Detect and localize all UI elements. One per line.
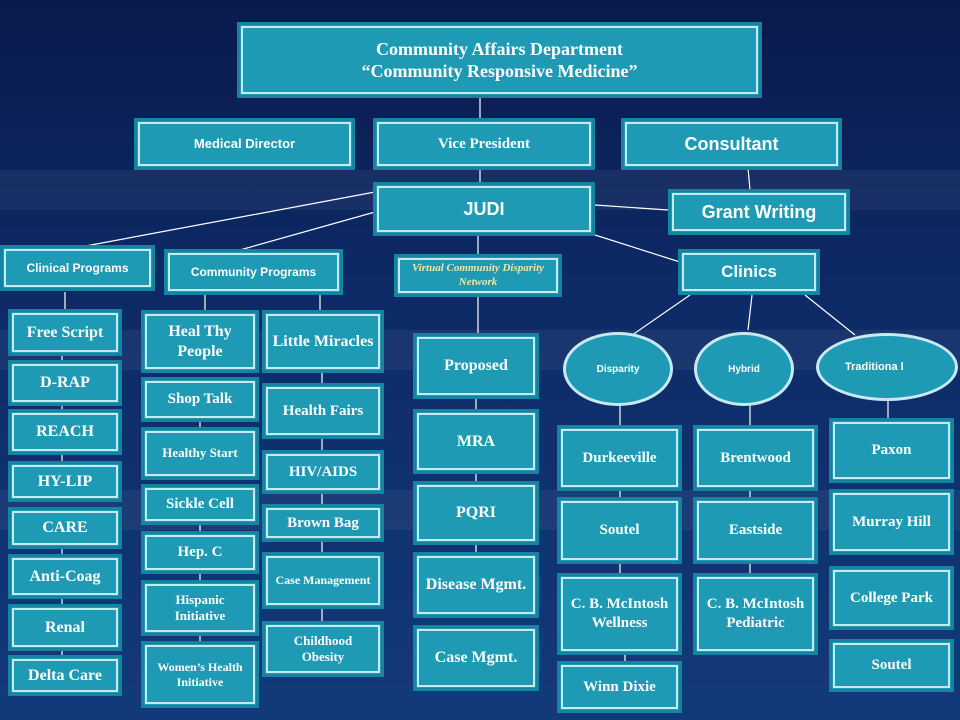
- hybrid-ellipse: Hybrid: [694, 332, 794, 406]
- community-program-item: Women’s Health Initiative: [141, 641, 259, 708]
- community-program-item: Heal Thy People: [141, 310, 259, 373]
- clinical-programs-header: Clinical Programs: [0, 245, 155, 291]
- clinical-program-item: Delta Care: [8, 655, 122, 696]
- traditional-clinic-item: Soutel: [829, 639, 954, 692]
- disparity-clinic-item: Winn Dixie: [557, 661, 682, 713]
- virtual-network-item: MRA: [413, 409, 539, 474]
- virtual-network-header: Virtual Community Disparity Network: [394, 254, 562, 297]
- community-program-item: Hispanic Initiative: [141, 580, 259, 636]
- community-affairs-title: Community Affairs Department: [376, 38, 623, 59]
- community-programs-header: Community Programs: [164, 249, 343, 295]
- community-program-item: Brown Bag: [262, 504, 384, 542]
- medical-director-box: Medical Director: [134, 118, 355, 170]
- clinical-program-item: CARE: [8, 507, 122, 549]
- community-program-item: HIV/AIDS: [262, 450, 384, 494]
- community-program-item: Sickle Cell: [141, 484, 259, 525]
- virtual-network-item: Case Mgmt.: [413, 625, 539, 691]
- clinical-program-item: Free Script: [8, 309, 122, 356]
- disparity-ellipse: Disparity: [563, 332, 673, 406]
- community-program-item: Healthy Start: [141, 427, 259, 480]
- traditional-ellipse: Traditiona l: [816, 333, 958, 401]
- community-program-item: Health Fairs: [262, 383, 384, 439]
- virtual-network-item: Disease Mgmt.: [413, 552, 539, 618]
- virtual-network-item: Proposed: [413, 333, 539, 399]
- hybrid-clinic-item: C. B. McIntosh Pediatric: [693, 573, 818, 655]
- community-affairs-box: Community Affairs Department “Community …: [237, 22, 762, 98]
- community-program-item: Little Miracles: [262, 310, 384, 373]
- consultant-box: Consultant: [621, 118, 842, 170]
- traditional-clinic-item: College Park: [829, 566, 954, 630]
- clinical-program-item: D-RAP: [8, 360, 122, 406]
- clinics-header: Clinics: [678, 249, 820, 295]
- virtual-network-item: PQRI: [413, 481, 539, 545]
- clinical-program-item: Anti-Coag: [8, 554, 122, 599]
- disparity-clinic-item: C. B. McIntosh Wellness: [557, 573, 682, 655]
- community-program-item: Hep. C: [141, 531, 259, 574]
- traditional-clinic-item: Paxon: [829, 418, 954, 483]
- clinical-program-item: REACH: [8, 409, 122, 455]
- hybrid-clinic-item: Eastside: [693, 497, 818, 564]
- community-program-item: Shop Talk: [141, 377, 259, 422]
- clinical-program-item: HY-LIP: [8, 461, 122, 502]
- disparity-clinic-item: Soutel: [557, 497, 682, 564]
- community-program-item: Childhood Obesity: [262, 621, 384, 677]
- judi-box: JUDI: [373, 182, 595, 236]
- community-program-item: Case Management: [262, 552, 384, 609]
- grant-writing-box: Grant Writing: [668, 189, 850, 235]
- clinical-program-item: Renal: [8, 604, 122, 651]
- community-affairs-subtitle: “Community Responsive Medicine”: [361, 61, 638, 81]
- traditional-clinic-item: Murray Hill: [829, 489, 954, 555]
- disparity-clinic-item: Durkeeville: [557, 425, 682, 491]
- hybrid-clinic-item: Brentwood: [693, 425, 818, 491]
- vice-president-box: Vice President: [373, 118, 595, 170]
